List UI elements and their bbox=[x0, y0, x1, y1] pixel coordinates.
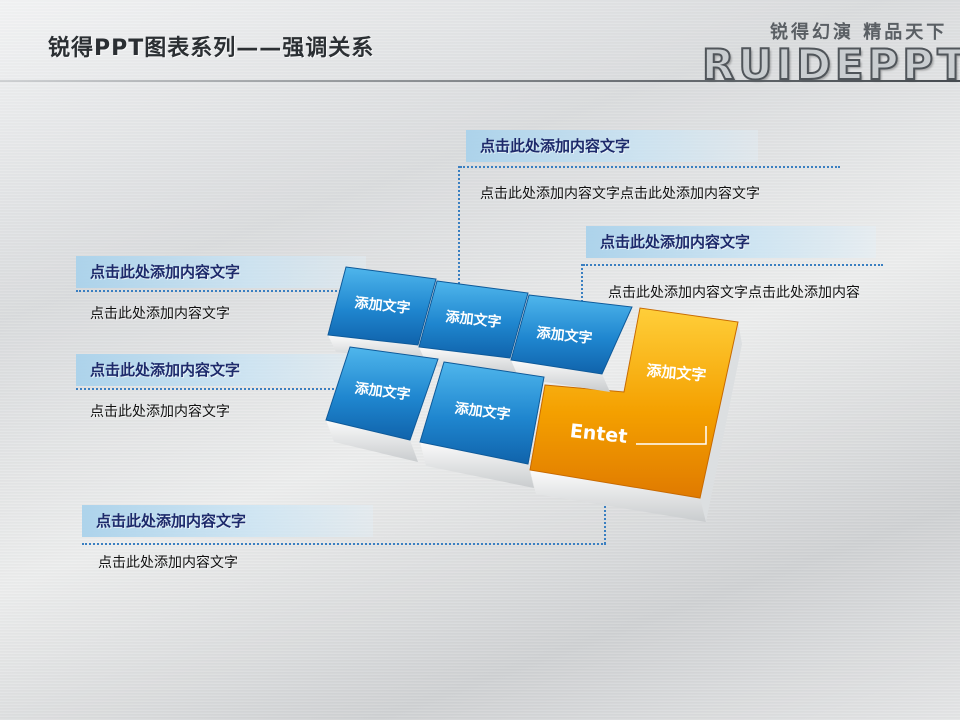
callout-text: 点击此处添加内容文字 bbox=[98, 555, 238, 571]
key-label: 添加文字 bbox=[354, 380, 412, 404]
page-title: 锐得PPT图表系列——强调关系 bbox=[48, 36, 375, 61]
callout-text: 点击此处添加内容文字 bbox=[90, 404, 230, 420]
callout-text: 点击此处添加内容文字点击此处添加内容 bbox=[608, 285, 860, 301]
header-divider bbox=[0, 80, 960, 82]
key-top bbox=[510, 294, 633, 375]
callout-title: 点击此处添加内容文字 bbox=[76, 256, 366, 288]
enter-symbol bbox=[636, 426, 707, 445]
connector-line bbox=[460, 166, 840, 168]
connector-line bbox=[76, 388, 338, 390]
callout-title: 点击此处添加内容文字 bbox=[466, 130, 758, 162]
key-top bbox=[419, 361, 545, 465]
connector-line bbox=[82, 543, 606, 545]
callout-text: 点击此处添加内容文字 bbox=[90, 306, 230, 322]
key-label: 添加文字 bbox=[445, 308, 502, 331]
key-side bbox=[326, 420, 418, 462]
keyboard-key: 添加文字 bbox=[418, 280, 529, 376]
key-top bbox=[418, 280, 529, 359]
callout-text: 点击此处添加内容文字点击此处添加内容文字 bbox=[480, 186, 760, 202]
callout-title: 点击此处添加内容文字 bbox=[82, 505, 373, 537]
enter-key-side bbox=[700, 322, 742, 522]
keyboard-key: 添加文字 bbox=[325, 346, 439, 462]
keyboard-key: 添加文字 bbox=[510, 294, 633, 392]
key-label: 添加文字 bbox=[354, 294, 411, 317]
keyboard-key: 添加文字 bbox=[419, 361, 545, 488]
key-side bbox=[420, 442, 534, 488]
key-side bbox=[511, 360, 610, 392]
key-top bbox=[327, 266, 437, 346]
callout-title: 点击此处添加内容文字 bbox=[586, 226, 876, 258]
enter-key-label: 添加文字 bbox=[646, 361, 707, 384]
keyboard-key: 添加文字 bbox=[327, 266, 437, 362]
connector-line bbox=[76, 290, 368, 292]
connector-line bbox=[581, 264, 583, 302]
brand-slogan: 锐得幻演 精品天下 bbox=[770, 22, 948, 43]
connector-line bbox=[458, 166, 460, 284]
enter-key-side bbox=[530, 470, 706, 522]
key-top bbox=[325, 346, 439, 441]
key-label: 添加文字 bbox=[536, 324, 593, 347]
callout-title: 点击此处添加内容文字 bbox=[76, 354, 366, 386]
enter-key-top bbox=[529, 307, 739, 499]
connector-line bbox=[583, 264, 883, 266]
enter-key: 添加文字 Entet bbox=[529, 307, 742, 522]
connector-line bbox=[604, 502, 606, 544]
key-label: 添加文字 bbox=[454, 400, 512, 424]
key-side bbox=[419, 347, 518, 376]
